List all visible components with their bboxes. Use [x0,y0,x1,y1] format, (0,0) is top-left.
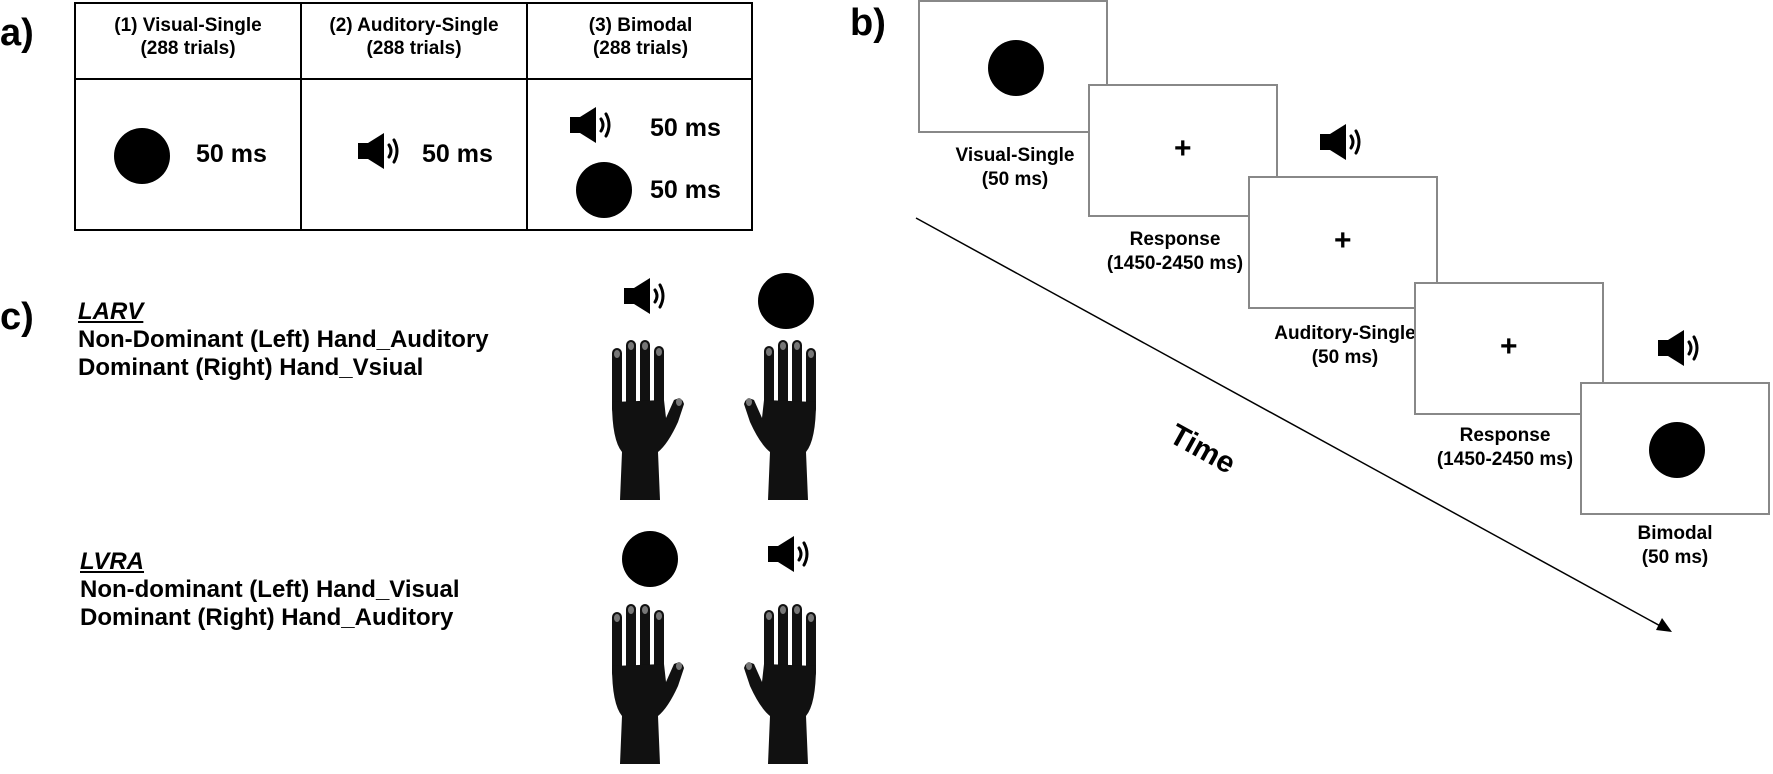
table-divider [76,78,751,80]
lvra-condition: LVRA Non-dominant (Left) Hand_Visual Dom… [80,548,460,632]
fixation-cross: + [1334,224,1352,257]
circle-stimulus-icon [988,40,1044,96]
right-hand-icon [740,340,830,500]
condition-table: (1) Visual-Single (288 trials) (2) Audit… [74,2,753,231]
panel-label-b: b) [850,2,886,44]
left-hand-icon [598,340,688,500]
bimodal-visual-duration: 50 ms [650,176,721,204]
condition-line: Dominant (Right) Hand_Auditory [80,604,454,631]
condition-line: Non-Dominant (Left) Hand_Auditory [78,326,489,353]
table-header-visual-single: (1) Visual-Single (288 trials) [114,15,262,59]
condition-line: Dominant (Right) Hand_Vsiual [78,354,424,381]
bimodal-auditory-duration: 50 ms [650,114,721,142]
table-header-auditory-single: (2) Auditory-Single (288 trials) [329,15,499,59]
panel-label-a: a) [0,12,34,54]
fixation-frame: + [1088,84,1278,217]
circle-stimulus-icon [114,128,170,184]
visual-single-frame [918,0,1108,133]
panel-label-c: c) [0,296,34,338]
larv-condition: LARV Non-Dominant (Left) Hand_Auditory D… [78,298,489,382]
right-hand-icon [740,604,830,764]
table-divider [526,4,528,229]
auditory-single-caption: Auditory-Single (50 ms) [1274,323,1416,368]
visual-duration: 50 ms [196,140,267,168]
speaker-icon [622,276,670,316]
response-caption: Response (1450-2450 ms) [1436,425,1574,470]
fixation-cross: + [1500,330,1518,363]
visual-single-caption: Visual-Single (50 ms) [955,145,1075,190]
speaker-icon [1318,122,1366,162]
table-divider [300,4,302,229]
fixation-cross: + [1174,132,1192,165]
condition-title: LVRA [80,548,145,575]
auditory-single-frame: + [1248,176,1438,309]
circle-stimulus-icon [758,273,814,329]
response-caption: Response (1450-2450 ms) [1106,229,1244,274]
speaker-icon [568,105,616,145]
speaker-icon [766,534,814,574]
circle-stimulus-icon [576,162,632,218]
condition-title: LARV [78,298,144,325]
circle-stimulus-icon [622,531,678,587]
speaker-icon [356,131,404,171]
condition-line: Non-dominant (Left) Hand_Visual [80,576,460,603]
bimodal-caption: Bimodal (50 ms) [1637,523,1713,568]
circle-stimulus-icon [1649,422,1705,478]
left-hand-icon [598,604,688,764]
fixation-frame: + [1414,282,1604,415]
table-header-bimodal: (3) Bimodal (288 trials) [588,15,693,59]
time-arrow [915,217,1672,632]
bimodal-frame [1580,382,1770,515]
auditory-duration: 50 ms [422,140,493,168]
